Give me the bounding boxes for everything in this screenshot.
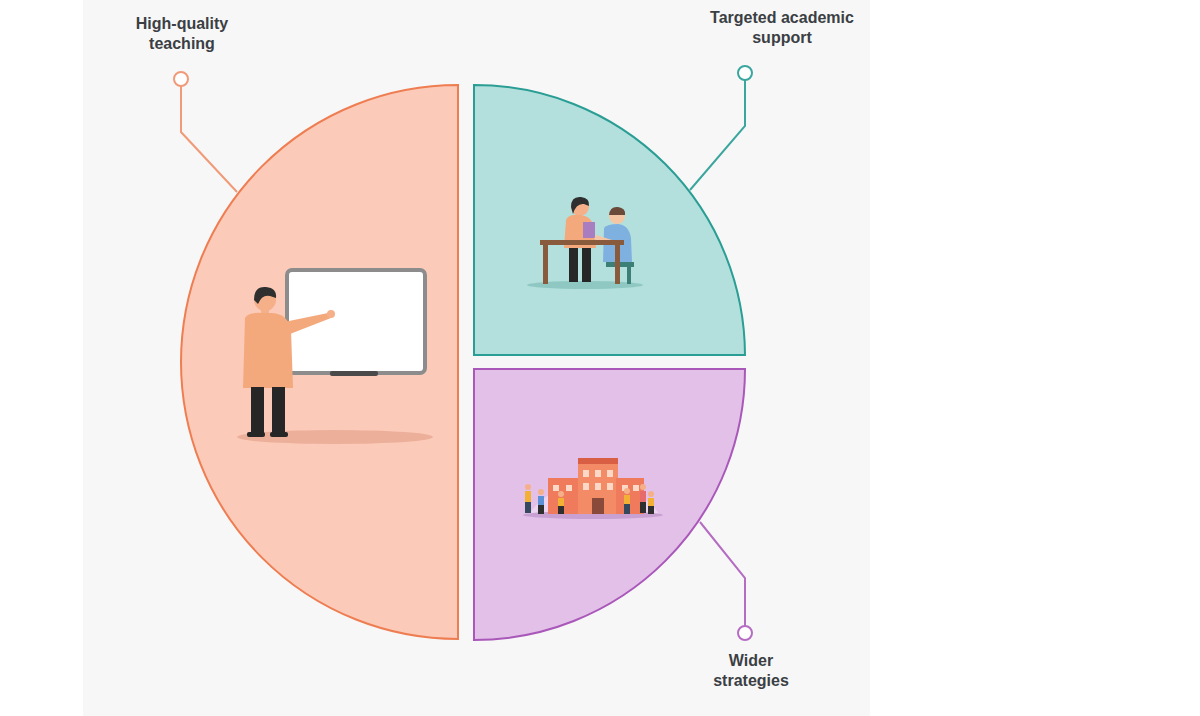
tutoring-figure (527, 197, 643, 289)
support-segment (474, 85, 745, 355)
segment-label: Targeted academic support (707, 8, 857, 48)
leader-lines (174, 66, 752, 640)
teaching-segment (181, 85, 458, 639)
segment-label: Wider strategies (701, 651, 801, 691)
strategies-segment (474, 369, 745, 640)
teacher-figure (237, 270, 433, 444)
background-panel (83, 0, 870, 716)
segment-label: High-quality teaching (122, 14, 242, 54)
school-figure (523, 458, 663, 519)
